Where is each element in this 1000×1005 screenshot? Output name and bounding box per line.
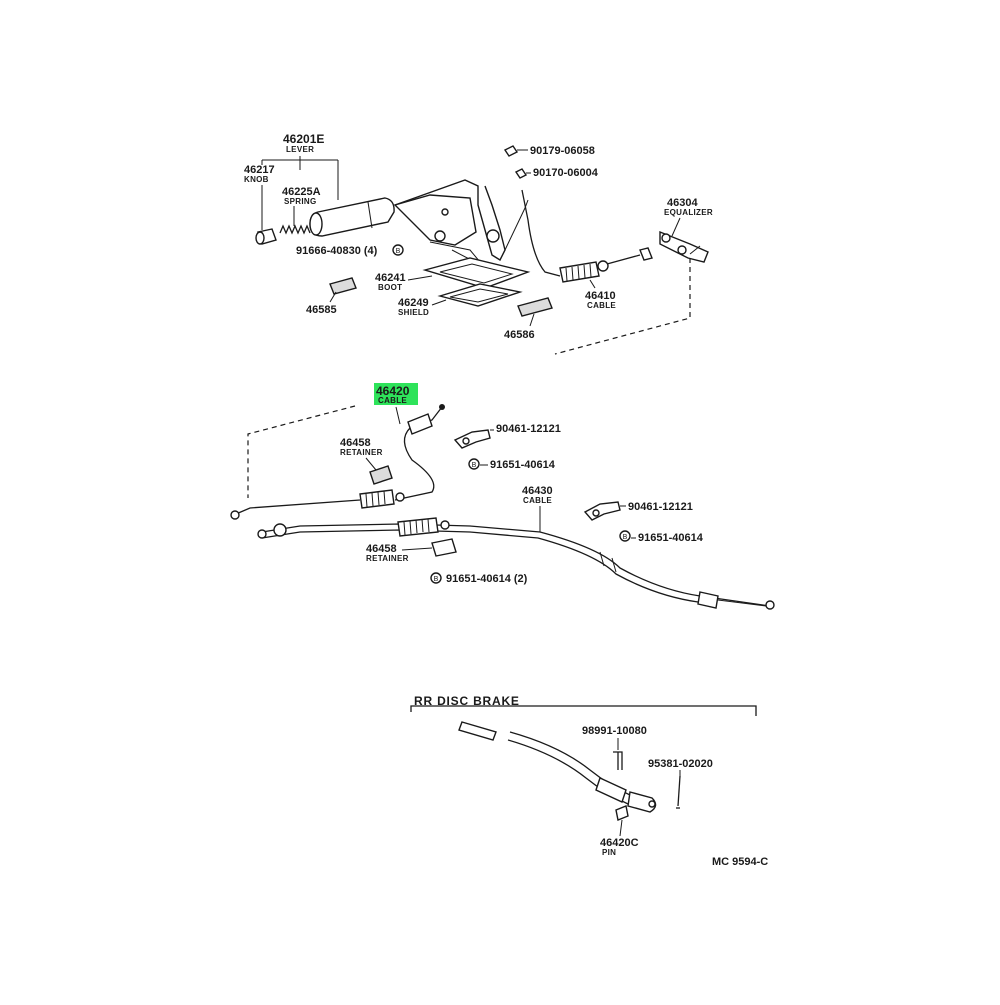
label-46225A: 46225A SPRING (282, 186, 321, 226)
retainer-lower (431, 538, 457, 557)
cable-46420 (230, 404, 445, 520)
label-46201E: 46201E LEVER (261, 132, 339, 200)
section-title-rr-disc-brake: RR DISC BRAKE (414, 694, 520, 708)
svg-text:91651-40614: 91651-40614 (638, 532, 704, 544)
label-46304: 46304 EQUALIZER (664, 197, 713, 237)
label-46420: 46420 CABLE (374, 383, 418, 425)
svg-text:46217: 46217 (244, 164, 275, 176)
label-90461-lower: 90461-12121 (620, 501, 693, 513)
label-46458-lower: 46458 RETAINER (366, 543, 433, 563)
svg-text:BOOT: BOOT (378, 283, 402, 292)
connection-line-top (554, 258, 691, 355)
svg-text:RETAINER: RETAINER (340, 448, 383, 457)
svg-text:RR DISC BRAKE: RR DISC BRAKE (414, 694, 520, 708)
bolt-symbol-91651-upper: B (468, 458, 480, 470)
label-46249: 46249 SHIELD (398, 297, 447, 317)
svg-text:PIN: PIN (602, 848, 616, 857)
label-95381: 95381-02020 (648, 758, 713, 776)
label-91651-pair: 91651-40614 (2) (446, 573, 528, 585)
shield-part (437, 283, 523, 307)
svg-text:CABLE: CABLE (523, 496, 552, 505)
label-46217: 46217 KNOB (244, 164, 275, 230)
rr-disc-brake-section (410, 705, 757, 821)
svg-text:46304: 46304 (667, 197, 698, 209)
svg-text:46225A: 46225A (282, 186, 321, 198)
svg-text:98991-10080: 98991-10080 (582, 725, 647, 737)
svg-text:B: B (434, 576, 439, 583)
svg-text:MC 9594-C: MC 9594-C (712, 856, 768, 868)
svg-text:95381-02020: 95381-02020 (648, 758, 713, 770)
svg-text:90461-12121: 90461-12121 (628, 501, 693, 513)
label-91651-upper: 91651-40614 (480, 459, 556, 471)
boot-part (422, 257, 531, 289)
svg-text:91651-40614 (2): 91651-40614 (2) (446, 573, 528, 585)
spring-part (279, 224, 311, 235)
svg-text:91666-40830 (4): 91666-40830 (4) (296, 245, 378, 257)
svg-text:B: B (396, 248, 401, 255)
label-46586: 46586 (504, 313, 535, 341)
svg-text:CABLE: CABLE (587, 301, 616, 310)
pad-46585 (329, 277, 357, 295)
svg-text:91651-40614: 91651-40614 (490, 459, 556, 471)
cable-46410 (521, 189, 653, 283)
nut-90179 (503, 145, 519, 157)
retainer-upper (369, 465, 393, 485)
svg-text:B: B (472, 462, 477, 469)
svg-text:EQUALIZER: EQUALIZER (664, 208, 713, 217)
svg-text:90179-06058: 90179-06058 (530, 145, 595, 157)
svg-text:B: B (623, 534, 628, 541)
svg-text:SPRING: SPRING (284, 197, 316, 206)
svg-text:46249: 46249 (398, 297, 429, 309)
bolt-symbol-91651-lower: B (619, 530, 631, 542)
svg-text:46420C: 46420C (600, 837, 639, 849)
svg-text:SHIELD: SHIELD (398, 308, 429, 317)
svg-text:CABLE: CABLE (378, 396, 407, 405)
svg-text:RETAINER: RETAINER (366, 554, 409, 563)
bracket-90461-upper (453, 429, 491, 449)
svg-text:46458: 46458 (340, 437, 371, 449)
svg-text:KNOB: KNOB (244, 175, 269, 184)
label-90461-upper: 90461-12121 (490, 423, 561, 435)
svg-text:46241: 46241 (375, 272, 406, 284)
label-91651-lower: 91651-40614 (631, 532, 704, 544)
svg-text:90461-12121: 90461-12121 (496, 423, 561, 435)
svg-text:46201E: 46201E (283, 132, 324, 146)
svg-text:46430: 46430 (522, 485, 553, 497)
bolt-symbol-91651-pair: B (430, 572, 442, 584)
svg-text:46586: 46586 (504, 329, 535, 341)
knob-part (255, 228, 277, 245)
cable-46430 (257, 517, 775, 610)
label-98991: 98991-10080 (582, 725, 647, 750)
lever-handle (309, 197, 395, 237)
label-46585: 46585 (306, 291, 337, 316)
label-90179: 90179-06058 (517, 145, 595, 157)
lever-assembly (309, 179, 529, 263)
label-46420C: 46420C PIN (600, 819, 639, 857)
bolt-symbol-91666: B (392, 244, 404, 256)
highlight-box (374, 383, 418, 405)
label-90170: 90170-06004 (526, 167, 599, 179)
equalizer-part (659, 230, 709, 263)
label-46430: 46430 CABLE (522, 485, 553, 532)
label-46410: 46410 CABLE (585, 279, 616, 310)
svg-text:46410: 46410 (585, 290, 616, 302)
bracket-90461-lower (583, 501, 621, 521)
svg-text:46585: 46585 (306, 304, 337, 316)
label-46241: 46241 BOOT (375, 272, 433, 292)
label-91666: 91666-40830 (4) (296, 245, 378, 257)
svg-text:46458: 46458 (366, 543, 397, 555)
washer-90170 (514, 168, 528, 179)
svg-text:90170-06004: 90170-06004 (533, 167, 599, 179)
connection-line-mid (247, 405, 356, 498)
figure-code: MC 9594-C (712, 856, 768, 868)
svg-text:LEVER: LEVER (286, 145, 314, 154)
svg-text:46420: 46420 (376, 384, 410, 398)
pad-46586 (517, 297, 553, 317)
label-46458-upper: 46458 RETAINER (340, 437, 383, 471)
